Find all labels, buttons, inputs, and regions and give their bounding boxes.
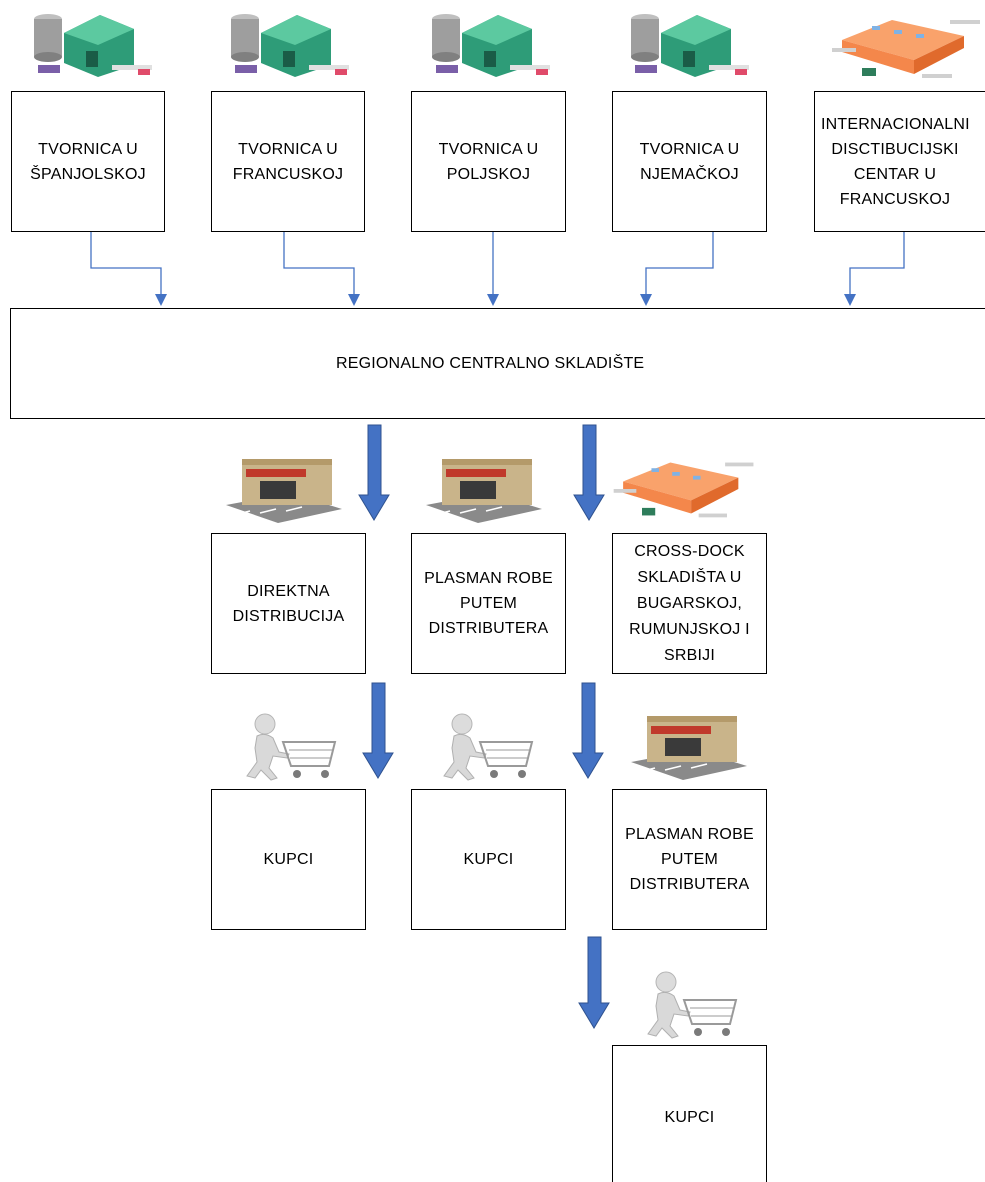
box-label: CROSS-DOCK SKLADIŠTA U BUGARSKOJ, RUMUNJ… [629,542,750,664]
box-label: TVORNICA U ŠPANJOLSKOJ [30,140,146,183]
connector-france-to-central [283,232,360,306]
box-customers: KUPCI [211,789,366,930]
shopper-cart-icon [443,713,534,781]
warehouse-icon [613,462,754,518]
factory-icon [231,14,349,77]
block-arrow-central-to-direct [358,424,390,521]
box-intl-distribution-center: INTERNACIONALNI DISCTIBUCIJSKI CENTAR U … [814,91,985,232]
box-label: PLASMAN ROBE PUTEM DISTRIBUTERA [424,570,553,637]
store-icon [426,459,542,523]
factory-icon [34,14,152,77]
warehouse-icon [832,20,980,78]
box-customers: KUPCI [411,789,566,930]
box-customers: KUPCI [612,1045,767,1182]
box-regional-central-warehouse: REGIONALNO CENTRALNO SKLADIŠTE [10,308,985,419]
connector-germany-to-central [640,232,714,306]
box-label: PLASMAN ROBE PUTEM DISTRIBUTERA [625,826,754,893]
block-arrow-central-to-crossdock [573,424,605,521]
factory-icon [631,14,749,77]
block-arrow-direct-to-kupci [362,682,394,779]
box-label: KUPCI [664,1109,715,1126]
box-label: TVORNICA U POLJSKOJ [438,140,539,183]
box-distributor-placement: PLASMAN ROBE PUTEM DISTRIBUTERA [411,533,566,674]
box-label: KUPCI [263,851,314,868]
block-arrow-plasman-to-kupci [578,936,610,1029]
shopper-cart-icon [246,713,337,781]
box-factory-spain: TVORNICA U ŠPANJOLSKOJ [11,91,165,232]
factory-icon [432,14,550,77]
box-label: TVORNICA U FRANCUSKOJ [232,140,344,183]
connector-spain-to-central [90,232,167,306]
box-label: REGIONALNO CENTRALNO SKLADIŠTE [336,355,645,372]
box-factory-poland: TVORNICA U POLJSKOJ [411,91,566,232]
box-label: KUPCI [463,851,514,868]
store-icon [631,716,747,780]
block-arrow-distributer-to-kupci [572,682,604,779]
box-factory-germany: TVORNICA U NJEMAČKOJ [612,91,767,232]
box-cross-dock-warehouses: CROSS-DOCK SKLADIŠTA U BUGARSKOJ, RUMUNJ… [612,533,767,674]
box-direct-distribution: DIREKTNA DISTRIBUCIJA [211,533,366,674]
shopper-cart-icon [647,971,738,1039]
box-factory-france: TVORNICA U FRANCUSKOJ [211,91,365,232]
connector-intl-to-central [844,232,905,306]
box-distributor-placement: PLASMAN ROBE PUTEM DISTRIBUTERA [612,789,767,930]
box-label: TVORNICA U NJEMAČKOJ [639,140,740,183]
store-icon [226,459,342,523]
box-label: INTERNACIONALNI DISCTIBUCIJSKI CENTAR U … [821,115,970,208]
box-label: DIREKTNA DISTRIBUCIJA [232,582,345,625]
